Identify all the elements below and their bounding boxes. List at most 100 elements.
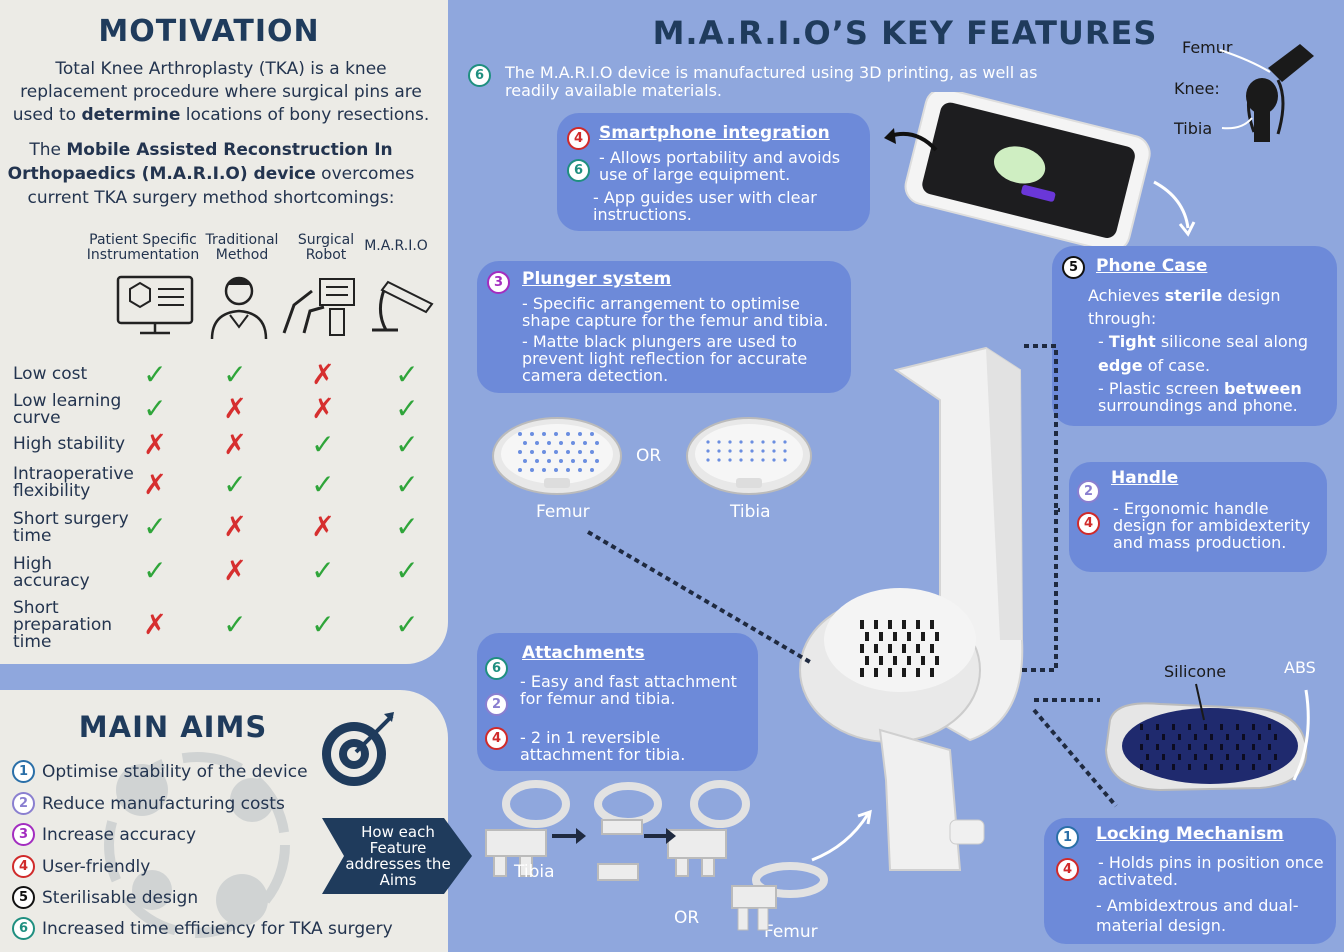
row-label-low-cost: Low cost: [13, 364, 88, 384]
smartphone-line-2: - App guides user with clear instruction…: [593, 188, 817, 224]
attachments-line-2: - 2 in 1 reversible attachment for tibia…: [520, 728, 686, 764]
locking-line-2: - Ambidextrous and dual-material design.: [1096, 896, 1299, 935]
locking-line-1: - Holds pins in position once activated.: [1098, 853, 1324, 889]
femur-plunger-plate-image: [492, 417, 622, 495]
column-header-mario: M.A.R.I.O: [364, 238, 428, 254]
dotted-connector-locking: [1032, 698, 1118, 808]
locking-mechanism-box: 1 4 Locking Mechanism - Holds pins in po…: [1044, 818, 1336, 944]
phone-case-box: 5 Phone Case Achieves sterile design thr…: [1052, 246, 1337, 426]
handle-box: 2 4 Handle - Ergonomic handle design for…: [1069, 462, 1327, 572]
motivation-paragraph-2: The Mobile Assisted Reconstruction In Or…: [7, 140, 415, 208]
plate-or-label: OR: [636, 446, 662, 466]
silicone-label: Silicone: [1164, 662, 1227, 681]
knee-anatomy-icon: [1219, 44, 1314, 142]
row-label-accuracy: High accuracy: [13, 554, 90, 591]
cross-icon: ✗: [311, 510, 335, 543]
check-icon: ✓: [143, 358, 167, 391]
plunger-line-1: - Specific arrangement to optimise shape…: [522, 294, 829, 330]
cross-icon: ✗: [223, 554, 247, 587]
cross-icon: ✗: [223, 392, 247, 425]
handle-line-1: - Ergonomic handle design for ambidexter…: [1113, 499, 1311, 552]
phone-case-title: Phone Case: [1096, 256, 1208, 276]
attachments-box: 6 2 4 Attachments - Easy and fast attach…: [477, 633, 758, 771]
attachment-sequence-image: [485, 780, 750, 881]
plunger-title: Plunger system: [522, 269, 672, 289]
femur-attachment-image: [731, 862, 828, 931]
locking-plate-image: [1104, 683, 1310, 792]
check-icon: ✓: [143, 554, 167, 587]
cross-icon: ✗: [143, 468, 167, 501]
aims-arrow-text: How each Feature addresses the Aims: [345, 823, 451, 889]
aim-badge-4: 4: [567, 127, 590, 150]
check-icon: ✓: [223, 468, 247, 501]
locking-title: Locking Mechanism: [1096, 824, 1284, 844]
computer-icon: [116, 275, 194, 335]
cross-icon: ✗: [311, 358, 335, 391]
femur-plate-label: Femur: [536, 502, 590, 522]
cross-icon: ✗: [143, 428, 167, 461]
aim-badge-4: 4: [1077, 512, 1100, 535]
check-icon: ✓: [395, 428, 419, 461]
arrow-to-femur-attachment: [811, 809, 872, 862]
smartphone-title: Smartphone integration: [599, 123, 830, 143]
row-label-stability: High stability: [13, 434, 126, 454]
motivation-title: MOTIVATION: [98, 14, 320, 49]
knee-label-tibia: Tibia: [1174, 119, 1213, 138]
arrow-to-phone-case: [1153, 180, 1196, 237]
check-icon: ✓: [223, 608, 247, 641]
attachments-line-1: - Easy and fast attachment for femur and…: [520, 672, 737, 708]
aim-badge-5: 5: [1062, 256, 1085, 279]
smartphone-integration-box: 4 6 Smartphone integration - Allows port…: [557, 113, 870, 231]
plunger-line-2: - Matte black plungers are used to preve…: [522, 332, 808, 385]
plunger-system-box: 3 Plunger system - Specific arrangement …: [477, 261, 851, 393]
phone-case-line-2: - Plastic screen between surroundings an…: [1098, 379, 1302, 415]
check-icon: ✓: [395, 608, 419, 641]
aim-badge-6: 6: [485, 657, 508, 680]
aim-badge-2: 2: [1077, 480, 1100, 503]
tibia-plunger-plate-image: [686, 417, 812, 495]
motivation-panel: [0, 0, 448, 664]
cross-icon: ✗: [223, 428, 247, 461]
knee-label-femur: Femur: [1182, 38, 1233, 57]
abs-label: ABS: [1284, 658, 1316, 677]
aim-badge-1: 1: [1056, 826, 1079, 849]
cross-icon: ✗: [311, 392, 335, 425]
check-icon: ✓: [395, 358, 419, 391]
attachment-tibia-label: Tibia: [514, 862, 555, 882]
check-icon: ✓: [311, 428, 335, 461]
check-icon: ✓: [143, 510, 167, 543]
check-icon: ✓: [311, 468, 335, 501]
attachments-title: Attachments: [522, 643, 645, 663]
aim-badge-3: 3: [487, 271, 510, 294]
check-icon: ✓: [223, 358, 247, 391]
mario-device-image: [799, 346, 1024, 871]
surgical-robot-icon: [282, 278, 355, 336]
check-icon: ✓: [395, 392, 419, 425]
process-watermark-icon: [104, 752, 290, 938]
row-label-flexibility: Intraoperative flexibility: [13, 464, 134, 501]
cross-icon: ✗: [223, 510, 247, 543]
aims-arrow-shape: [322, 818, 472, 894]
row-label-learning-curve: Low learning curve: [13, 391, 122, 428]
target-icon: [322, 712, 394, 786]
check-icon: ✓: [143, 392, 167, 425]
check-icon: ✓: [395, 554, 419, 587]
phone-case-line-1: - Tight silicone seal along edge of case…: [1098, 332, 1309, 375]
column-header-robot: Surgical Robot: [297, 232, 355, 263]
handle-title: Handle: [1111, 468, 1179, 488]
tibia-plate-label: Tibia: [730, 502, 771, 522]
aim-badge-6: 6: [567, 159, 590, 182]
attachment-femur-label: Femur: [764, 922, 818, 942]
dotted-connector-handle: [1022, 344, 1060, 672]
arrow-to-smartphone-box: [884, 128, 938, 152]
aims-title: MAIN AIMS: [78, 710, 268, 744]
column-header-traditional: Traditional Method: [205, 232, 279, 263]
column-header-psi: Patient Specific Instrumentation: [86, 232, 200, 263]
row-label-surgery-time: Short surgery time: [13, 509, 129, 546]
